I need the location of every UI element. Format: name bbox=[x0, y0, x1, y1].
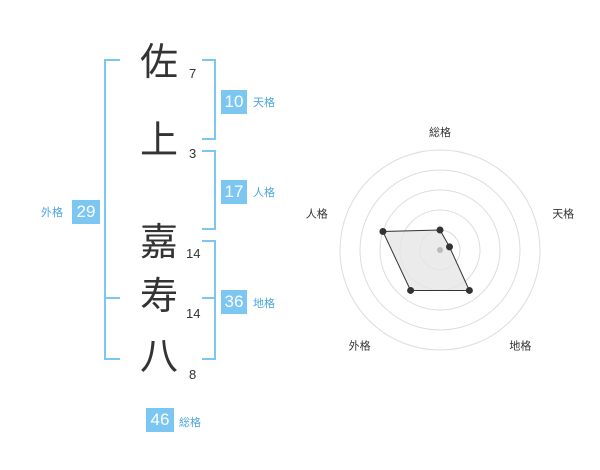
jinkaku-label: 人格 bbox=[253, 186, 275, 199]
radar-point-3 bbox=[465, 286, 473, 294]
radar-grid-ring bbox=[379, 189, 501, 311]
radar-axis-label-1: 総格 bbox=[429, 125, 451, 139]
stroke-count-1: 7 bbox=[189, 66, 197, 81]
stroke-count-4: 14 bbox=[186, 306, 201, 321]
stroke-count-3: 14 bbox=[186, 246, 201, 261]
radar-axis-label-5: 人格 bbox=[306, 207, 328, 221]
jinkaku-badge: 17 bbox=[221, 180, 247, 204]
gaikaku-label: 外格 bbox=[41, 206, 63, 219]
jinkaku-bracket bbox=[202, 150, 216, 230]
radar-axis-label-2: 天格 bbox=[552, 207, 574, 221]
gaikaku-badge: 29 bbox=[72, 200, 100, 224]
stroke-count-5: 8 bbox=[189, 367, 197, 382]
radar-grid-ring bbox=[339, 149, 541, 351]
char-2: 上 bbox=[139, 118, 178, 162]
soukaku-badge: 46 bbox=[146, 408, 174, 432]
radar-point-4 bbox=[407, 286, 415, 294]
radar-point-1 bbox=[436, 226, 444, 234]
stroke-count-2: 3 bbox=[189, 146, 197, 161]
tenkaku-bracket bbox=[202, 59, 216, 140]
char-4: 寿 bbox=[139, 274, 178, 318]
radar-axis-label-4: 外格 bbox=[349, 339, 371, 353]
radar-grid-ring bbox=[359, 169, 521, 331]
tenkaku-badge: 10 bbox=[221, 90, 247, 114]
gaikaku-bracket bbox=[104, 59, 120, 360]
radar-axis-label-3: 地格 bbox=[509, 339, 531, 353]
radar-point-5 bbox=[379, 227, 387, 235]
soukaku-label: 総格 bbox=[179, 416, 201, 429]
radar-point-2 bbox=[446, 243, 454, 251]
char-5: 八 bbox=[139, 334, 178, 378]
chikaku-badge: 36 bbox=[221, 290, 247, 314]
char-1: 佐 bbox=[139, 40, 178, 84]
radar-center-dot bbox=[437, 247, 443, 253]
chikaku-label: 地格 bbox=[253, 297, 275, 310]
tenkaku-label: 天格 bbox=[253, 96, 275, 109]
gaikaku-bracket-mid-tick bbox=[104, 297, 120, 299]
char-3: 嘉 bbox=[139, 220, 178, 264]
chikaku-bracket-mid-tick bbox=[202, 297, 216, 299]
chikaku-bracket bbox=[202, 240, 216, 360]
